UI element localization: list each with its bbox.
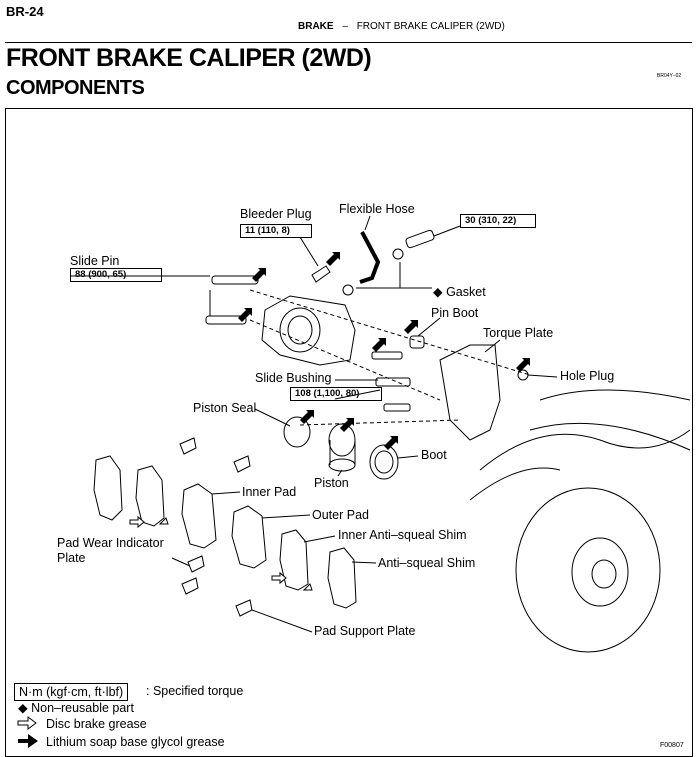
label-pin-boot: Pin Boot	[431, 306, 479, 320]
disc-grease-arrows	[129, 515, 313, 591]
inner-anti-squeal-shim-drawing	[279, 529, 309, 591]
flexible-hose-drawing	[342, 229, 435, 296]
torque-slide-pin: 88 (900, 65)	[70, 268, 162, 282]
label-pad-wear-indicator-plate: Plate	[57, 551, 86, 565]
running-header: BRAKE – FRONT BRAKE CALIPER (2WD)	[298, 21, 505, 32]
torque-plate-drawing	[439, 344, 529, 441]
label-pad-support-plate: Pad Support Plate	[314, 624, 416, 638]
label-boot: Boot	[421, 448, 447, 462]
page-number: BR-24	[6, 4, 44, 19]
support-plate-drawing	[181, 577, 199, 595]
piston-seal-drawing	[283, 416, 311, 448]
outer-shim-drawing	[93, 455, 123, 521]
bushing-drawing	[375, 377, 411, 387]
figure-code: F00807	[660, 742, 684, 749]
label-torque-plate: Torque Plate	[483, 326, 554, 340]
label-pad-wear-indicator: Pad Wear Indicator	[57, 536, 164, 550]
lithium-grease-arrows	[238, 252, 530, 450]
header-section: BRAKE	[298, 21, 334, 32]
label-inner-anti-squeal-shim: Inner Anti–squeal Shim	[338, 528, 467, 542]
bushing-drawing	[383, 403, 411, 412]
legend-non-reusable: ◆ Non–reusable part	[18, 701, 134, 715]
label-inner-pad: Inner Pad	[242, 485, 297, 499]
bushing-drawing	[371, 351, 403, 360]
label-piston: Piston	[314, 476, 349, 490]
label-gasket: ◆ Gasket	[433, 285, 486, 299]
lithium-grease-legend-icon	[18, 734, 38, 748]
piston-drawing	[328, 423, 356, 472]
indicator-plate-drawing	[187, 555, 205, 573]
label-slide-pin: Slide Pin	[70, 254, 120, 268]
anti-squeal-shim-drawing	[327, 547, 357, 609]
disc-grease-legend-icon	[17, 716, 37, 730]
label-slide-bushing: Slide Bushing	[255, 371, 332, 385]
assembly-lines	[249, 289, 531, 426]
bleeder-plug-drawing	[311, 265, 331, 283]
label-hole-plug: Hole Plug	[560, 369, 615, 383]
label-flexible-hose: Flexible Hose	[339, 202, 415, 216]
boot-drawing	[369, 444, 399, 480]
legend-torque-desc: : Specified torque	[146, 684, 244, 698]
shim-drawing	[135, 465, 165, 527]
leader-lines	[70, 215, 558, 633]
label-bleeder-plug: Bleeder Plug	[240, 207, 312, 221]
inner-pad-drawing	[181, 483, 217, 549]
slide-pin-drawing	[205, 275, 259, 325]
section-title: COMPONENTS	[6, 77, 145, 99]
pin-boot-drawing	[409, 335, 425, 349]
caliper-drawing	[261, 295, 356, 366]
torque-bleeder-plug: 11 (110, 8)	[240, 224, 312, 238]
header-subsection: FRONT BRAKE CALIPER (2WD)	[356, 21, 505, 32]
torque-torque-plate: 108 (1,100, 80)	[290, 387, 382, 401]
support-plate-drawing	[233, 455, 251, 473]
label-anti-squeal-shim: Anti–squeal Shim	[378, 556, 476, 570]
header-rule	[5, 42, 692, 43]
disc-rotor-drawing	[469, 389, 691, 653]
label-piston-seal: Piston Seal	[193, 401, 257, 415]
legend-torque-unit: N·m (kgf·cm, ft·lbf)	[14, 683, 129, 701]
support-plate-drawing	[179, 437, 197, 455]
doc-code: BR04Y–02	[657, 73, 682, 79]
support-plate-drawing	[235, 599, 253, 617]
outer-pad-drawing	[231, 505, 267, 569]
label-outer-pad: Outer Pad	[312, 508, 369, 522]
torque-union-bolt: 30 (310, 22)	[460, 214, 536, 228]
header-separator: –	[342, 21, 348, 32]
legend-disc-grease: Disc brake grease	[46, 717, 147, 731]
page-title: FRONT BRAKE CALIPER (2WD)	[6, 44, 372, 72]
legend-lithium-grease: Lithium soap base glycol grease	[46, 735, 225, 749]
